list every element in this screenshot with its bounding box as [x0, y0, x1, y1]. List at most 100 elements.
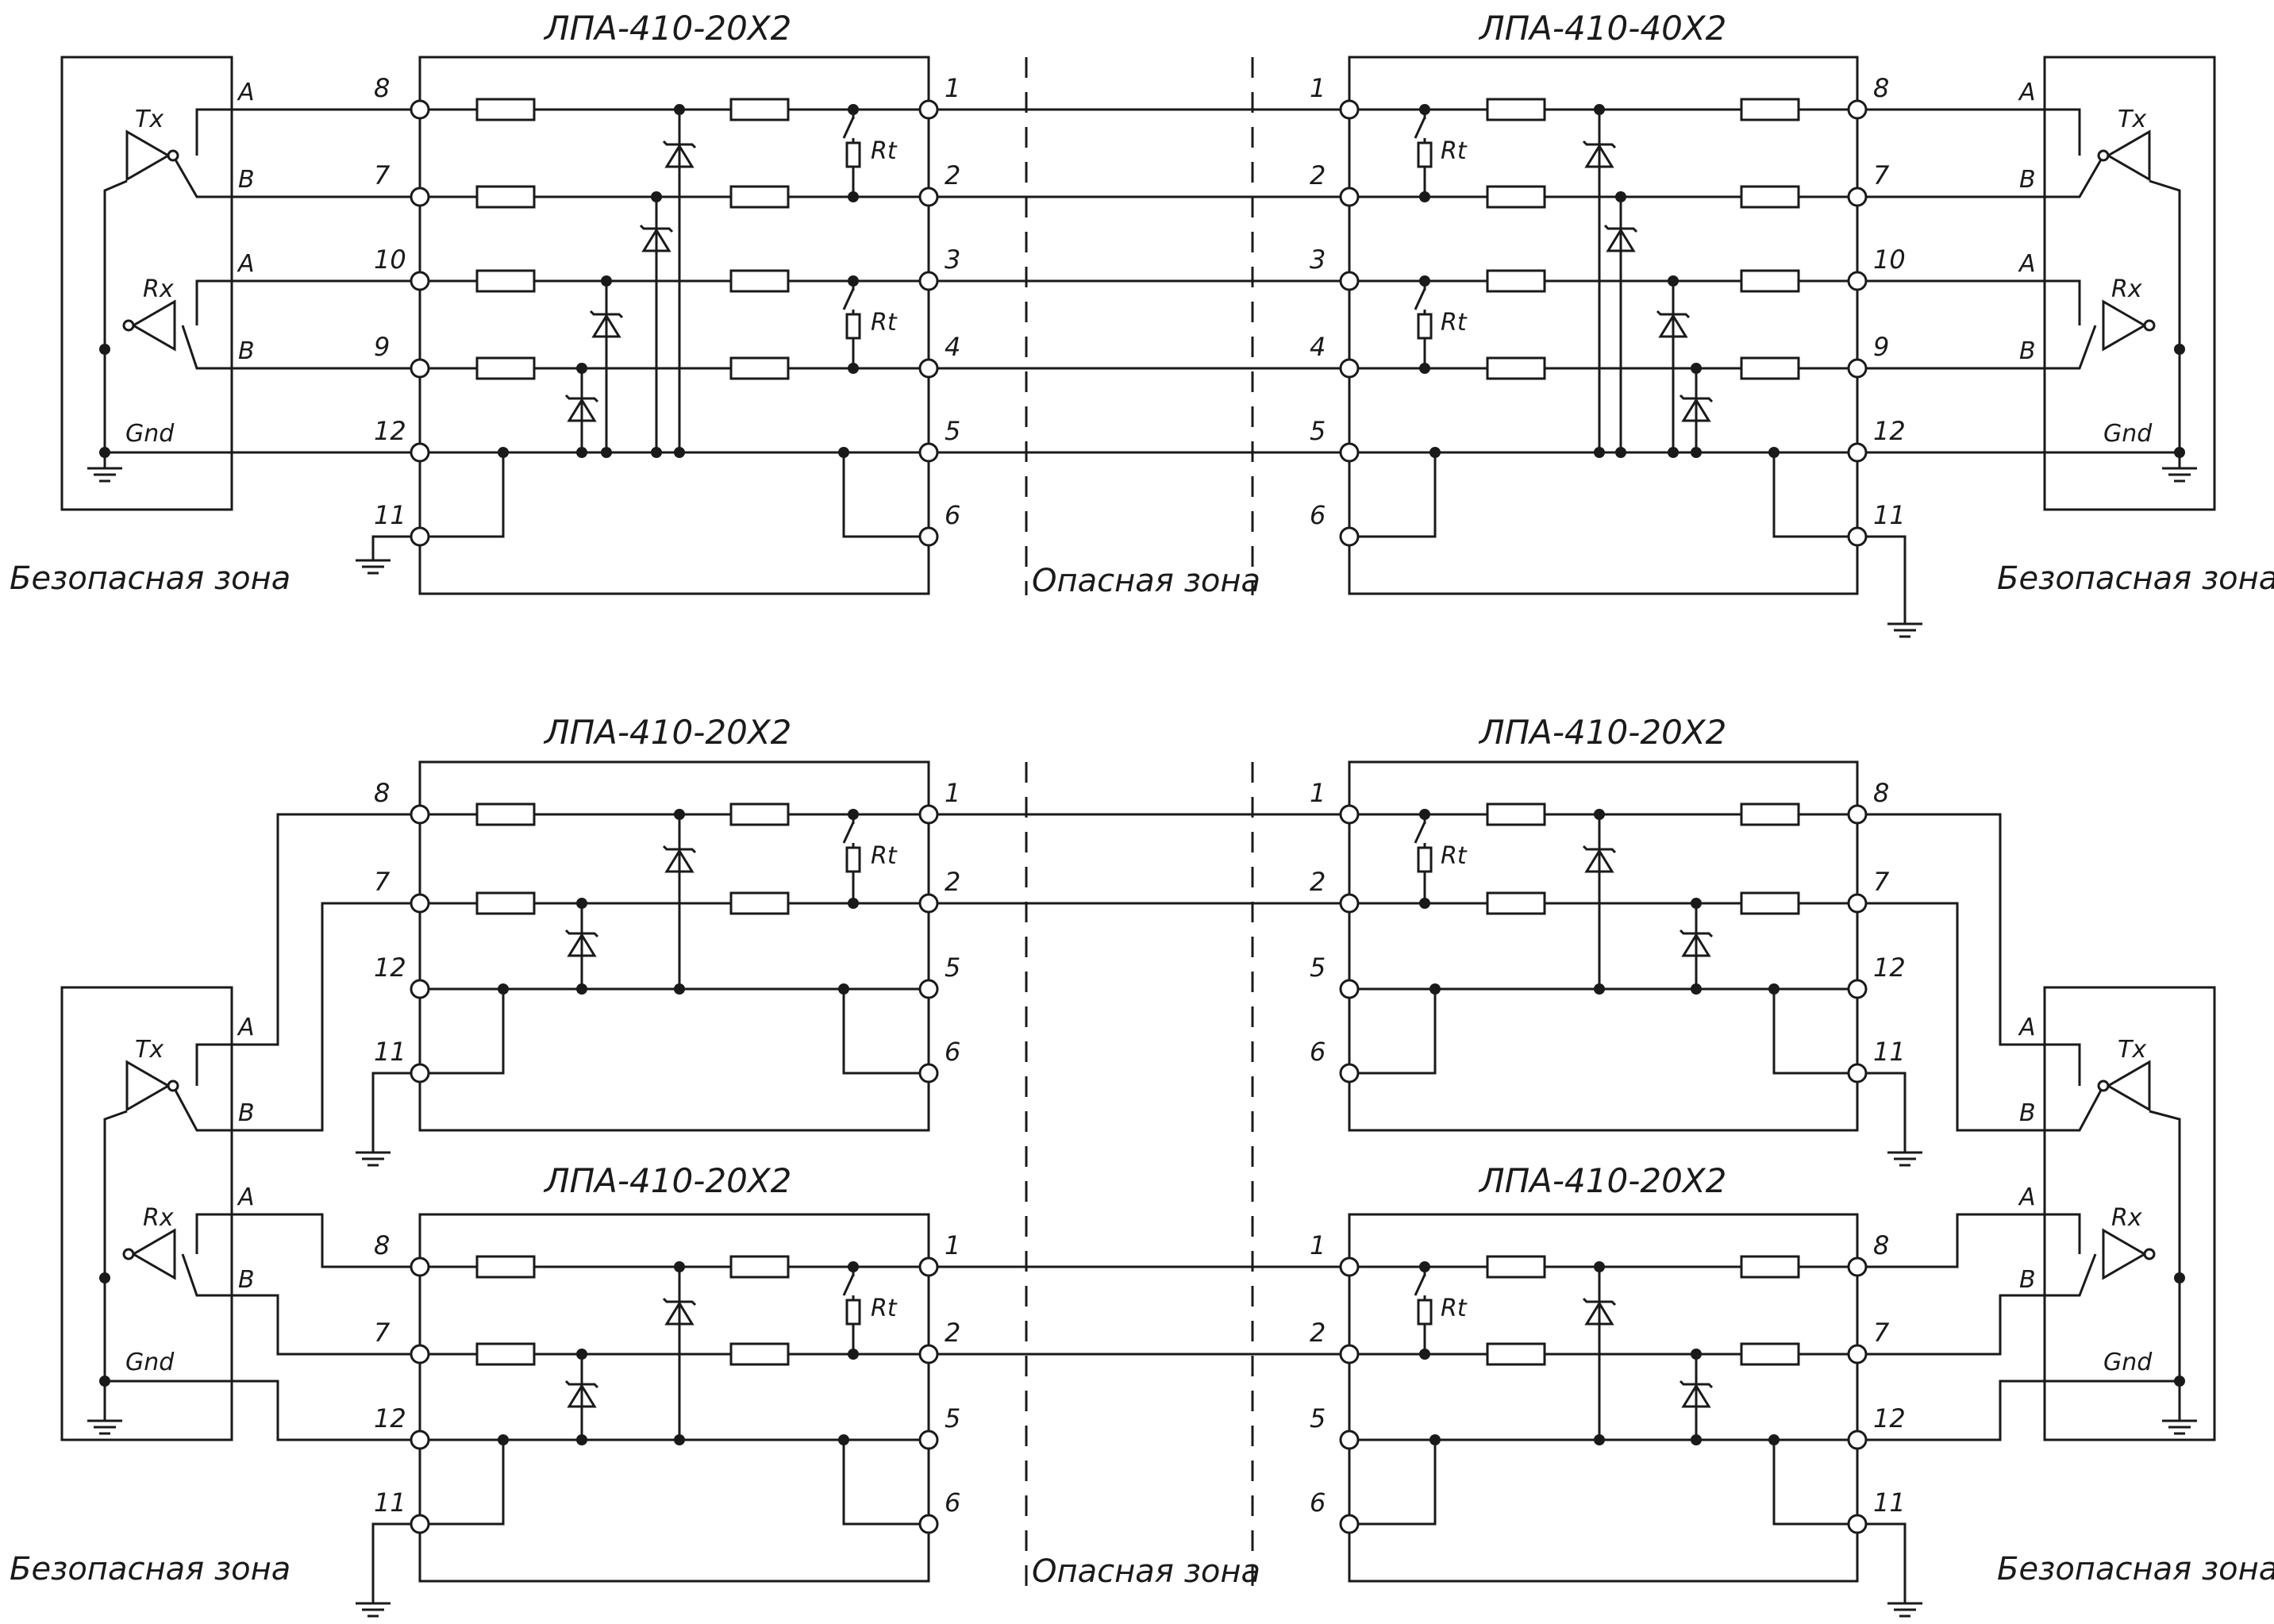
labels: ЛПА-410-20Х2 ЛПА-410-40Х2 Безопасная зон… — [10, 9, 2274, 1590]
transmitter-icon-label: Tx — [2118, 1036, 2146, 1064]
junction-dot — [498, 983, 509, 995]
ground-link — [1772, 1440, 1857, 1526]
ground-link — [1772, 452, 1857, 538]
terminal-icon — [918, 442, 939, 463]
resistor-icon — [1486, 356, 1546, 380]
terminal-icon — [410, 526, 430, 547]
top-hazard-zone-label: Опасная зона — [1032, 563, 1260, 599]
zener-diode-icon — [639, 224, 674, 252]
zener-diode-icon — [1582, 1297, 1617, 1326]
zener-diode-body — [1584, 1301, 1614, 1326]
switch-icon — [842, 1274, 855, 1296]
junction-dot — [1594, 983, 1605, 995]
ground-link — [842, 452, 929, 538]
zener-diode-body — [567, 398, 597, 422]
pin-label: 6 — [945, 1487, 960, 1518]
junction-dot — [838, 447, 849, 458]
zener-diode-body — [1681, 933, 1711, 957]
terminal-icon — [410, 804, 430, 825]
wire — [171, 155, 420, 198]
pin-label: 7 — [1873, 1318, 1890, 1348]
terminal-icon — [1847, 358, 1868, 379]
terminal-icon — [1339, 1063, 1360, 1083]
pin-label: 5 — [945, 952, 960, 983]
resistor-icon — [1417, 846, 1433, 873]
terminal-icon — [410, 1514, 430, 1534]
barrier-box-top-right — [1348, 56, 1859, 595]
junction-dot — [1419, 363, 1430, 374]
terminal-icon — [918, 1514, 939, 1534]
pin-label: 12 — [374, 952, 406, 983]
terminal-icon — [410, 893, 430, 914]
resistor-icon — [729, 356, 790, 380]
terminal-icon — [1339, 526, 1360, 547]
pin-label: 1 — [1310, 73, 1326, 103]
resistor-icon — [1417, 1299, 1433, 1326]
zener-diode-icon — [589, 310, 624, 338]
ground-link — [1772, 989, 1857, 1075]
wire — [1857, 325, 2097, 370]
junction-dot — [1419, 191, 1430, 202]
transmitter-icon-body — [2105, 129, 2151, 182]
zener-diode-icon — [1679, 394, 1714, 422]
transmitter-icon — [125, 1060, 179, 1112]
terminal-icon — [918, 1063, 939, 1083]
receiver-icon — [2102, 299, 2156, 352]
receiver-icon-label: Rx — [2111, 1204, 2142, 1232]
pin-label: 2 — [945, 1318, 960, 1348]
zener-diode-bar — [1582, 140, 1617, 149]
resistor-icon — [1486, 98, 1546, 121]
pin-label: 5 — [945, 416, 960, 446]
junction-dot — [1419, 1261, 1430, 1272]
junction-dot — [2174, 344, 2185, 355]
receiver-icon — [2102, 1228, 2156, 1280]
receiver-icon — [122, 299, 176, 352]
resistor-icon — [1486, 802, 1546, 826]
device-box-bottom-right — [2043, 986, 2216, 1441]
line-a-label: A — [2018, 1014, 2036, 1041]
pin-label: 12 — [374, 416, 406, 446]
wire — [103, 179, 420, 454]
zener-diode-bar — [662, 1297, 697, 1307]
resistor-icon — [475, 185, 536, 209]
zener-diode-body — [1681, 398, 1711, 422]
junction-dot — [1691, 898, 1702, 909]
rt-label: Rt — [871, 1295, 898, 1322]
terminal-icon — [918, 526, 939, 547]
gnd-label: Gnd — [125, 1349, 175, 1376]
junction-dot — [848, 1261, 859, 1272]
receiver-icon-bubble — [122, 319, 135, 332]
pin-label: 12 — [1873, 952, 1906, 983]
junction-dot — [1594, 809, 1605, 820]
zener-diode-bar — [1582, 845, 1617, 854]
pin-label: 6 — [945, 1037, 960, 1067]
wire — [195, 279, 420, 325]
pin-label: 1 — [1310, 1230, 1326, 1260]
zener-diode-bar — [1603, 224, 1638, 233]
line-b-label: B — [238, 1099, 255, 1127]
components — [60, 56, 2216, 1583]
bottom-right-zone-label: Безопасная зона — [1997, 1551, 2274, 1587]
transmitter-icon — [2097, 1060, 2151, 1112]
zener-diode-icon — [564, 929, 599, 957]
wire — [1857, 1072, 1907, 1137]
resistor-icon — [1740, 269, 1800, 293]
pin-label: 10 — [1873, 244, 1906, 275]
junction-dot — [838, 983, 849, 995]
receiver-icon-body — [130, 299, 176, 352]
terminal-icon — [410, 1256, 430, 1277]
wire — [181, 325, 420, 370]
terminal-icon — [1847, 893, 1868, 914]
wire — [1857, 813, 2081, 1086]
terminal-icon — [918, 271, 939, 291]
wire — [195, 813, 420, 1086]
pin-label: 1 — [1310, 778, 1326, 808]
zener-diode-bar — [639, 224, 674, 233]
zener-diode-body — [664, 849, 695, 873]
terminal-icon — [918, 358, 939, 379]
junction-dot — [1668, 447, 1679, 458]
line-a-label: A — [237, 79, 255, 106]
resistor-icon — [1740, 185, 1800, 209]
receiver-icon-bubble — [2143, 319, 2156, 332]
